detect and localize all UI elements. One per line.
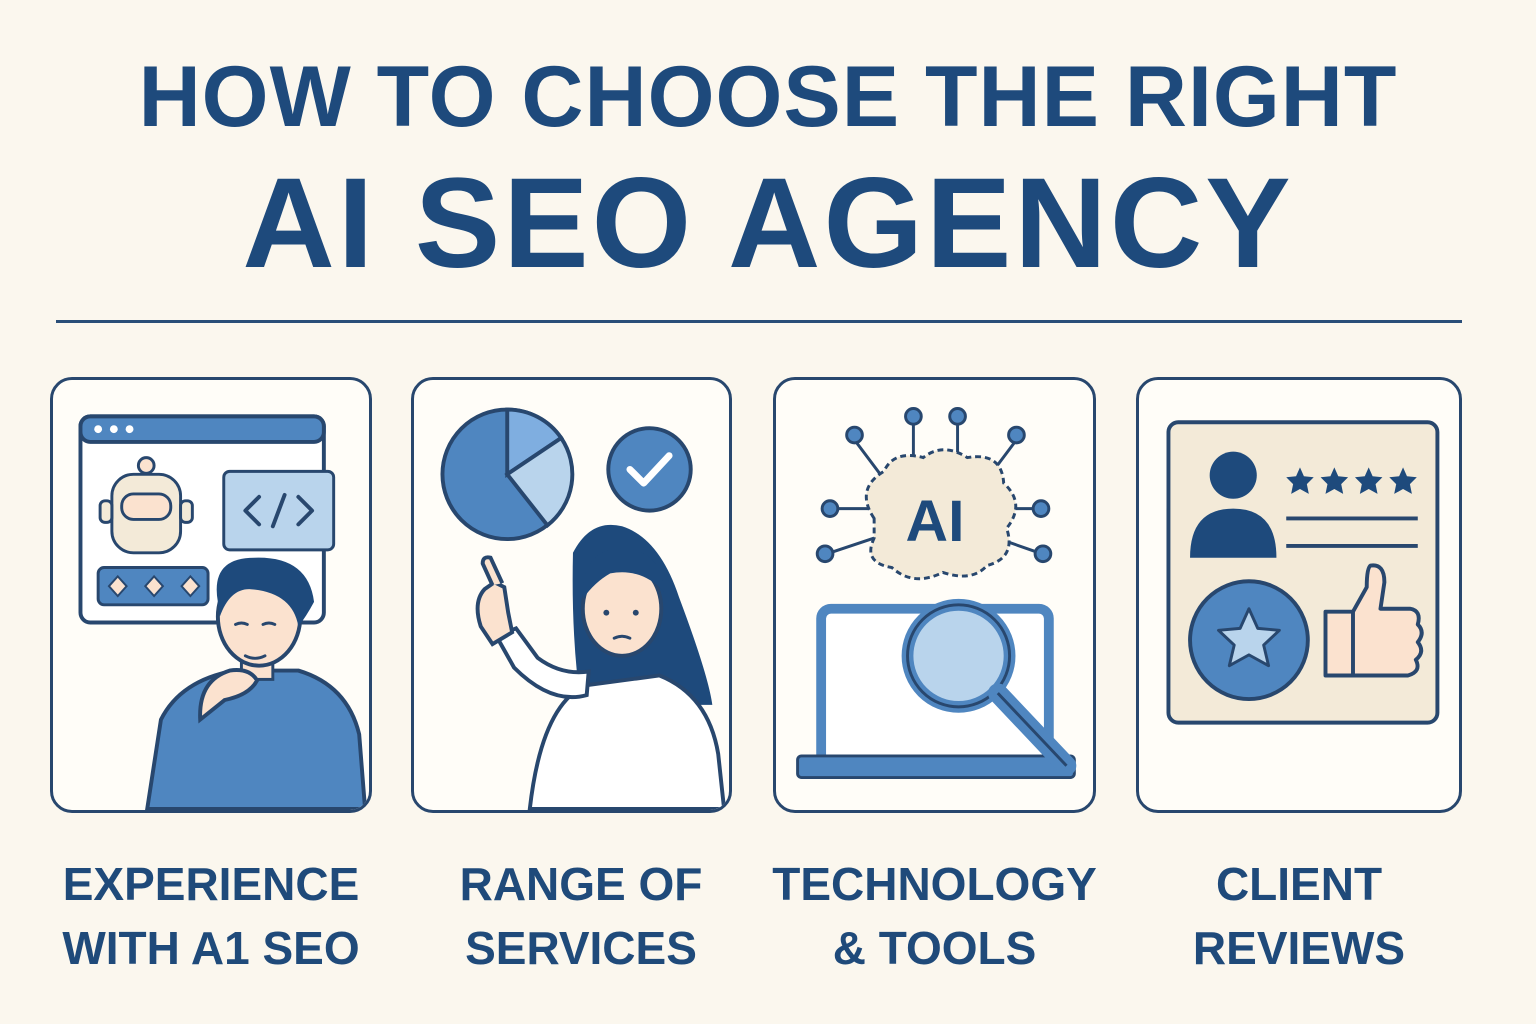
thinking-man-illustration: [145, 557, 368, 810]
pie-chart-icon: [440, 407, 575, 542]
technology-illustration: AI: [796, 407, 1077, 780]
caption-client-reviews: CLIENT REVIEWS: [1136, 852, 1462, 980]
services-illustration: [440, 407, 727, 810]
card-client-reviews: [1136, 377, 1462, 813]
robot-icon: [96, 456, 210, 607]
page-title-line-1: HOW TO CHOOSE THE RIGHT: [138, 49, 1398, 145]
user-avatar-icon: [1190, 451, 1277, 558]
caption-experience-line-1: EXPERIENCE: [62, 858, 360, 910]
ai-brain-label: AI: [906, 489, 965, 554]
caption-experience-line-2: WITH A1 SEO: [62, 922, 360, 974]
card-range-of-services: [411, 377, 732, 813]
caption-services-line-1: RANGE OF: [459, 858, 703, 910]
star-rating-icon: [1286, 467, 1417, 494]
thumbs-up-icon: [1323, 563, 1424, 678]
caption-technology-line-2: & TOOLS: [832, 922, 1037, 974]
reviews-illustration: [1166, 420, 1440, 725]
caption-range-of-services: RANGE OF SERVICES: [411, 852, 751, 980]
caption-reviews-line-2: REVIEWS: [1192, 922, 1406, 974]
caption-technology-line-1: TECHNOLOGY: [772, 858, 1097, 910]
experience-illustration: [78, 414, 368, 810]
caption-reviews-line-1: CLIENT: [1215, 858, 1383, 910]
card-technology-tools: AI: [773, 377, 1096, 813]
caption-experience: EXPERIENCE WITH A1 SEO: [50, 852, 372, 980]
page-title-line-2: AI SEO AGENCY: [242, 152, 1294, 295]
checkmark-icon: [606, 426, 693, 513]
magnifier-icon: [901, 598, 1077, 776]
caption-services-line-2: SERVICES: [465, 922, 697, 974]
title-divider: [56, 320, 1462, 323]
pointing-woman-illustration: [475, 524, 727, 810]
ai-brain-icon: [815, 407, 1053, 581]
card-experience: [50, 377, 372, 813]
code-icon: [222, 469, 336, 552]
caption-technology-tools: TECHNOLOGY & TOOLS: [768, 852, 1101, 980]
star-badge-icon: [1188, 579, 1310, 702]
